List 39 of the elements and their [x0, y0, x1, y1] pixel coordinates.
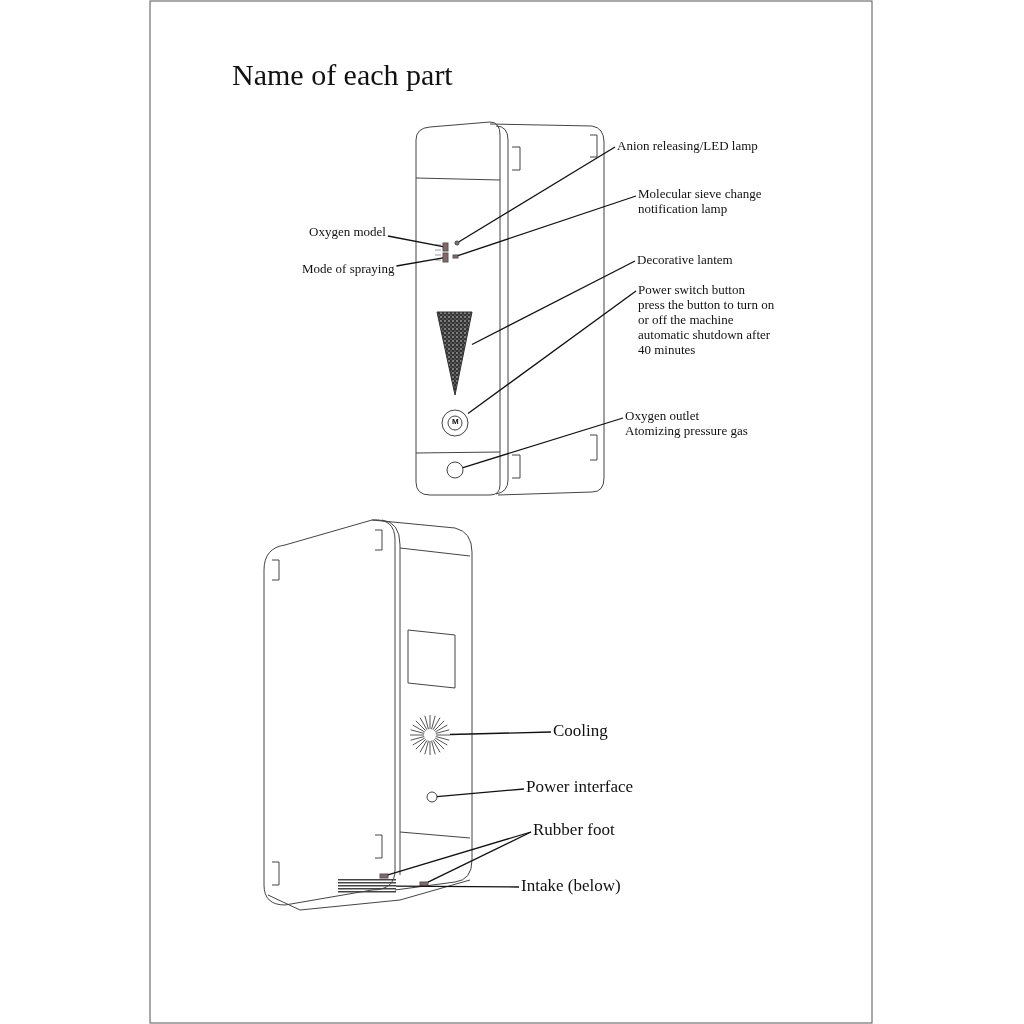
indicator-lamp [454, 240, 460, 246]
part-label: Decorative lantem [637, 252, 733, 267]
leader-line [457, 195, 637, 257]
gas-outlet [446, 461, 464, 479]
leader-line [458, 146, 616, 243]
power-socket [426, 791, 438, 803]
part-description: press the button to turn on or off the machine automatic shutdown after 40 minutes [638, 297, 776, 357]
leader-line [395, 257, 444, 267]
button-letter: M [452, 417, 459, 427]
lantern-panel [436, 311, 473, 396]
leader-line [427, 831, 532, 883]
indicator-lamp [452, 254, 459, 259]
part-label: Rubber foot [533, 820, 615, 840]
part-name: Oxygen outlet [625, 408, 700, 423]
leader-line [462, 417, 624, 469]
part-label: Oxygen model [309, 224, 386, 239]
cooling-vent [409, 714, 451, 756]
leader-line [467, 290, 637, 415]
part-name: Power switch button [638, 282, 746, 297]
leader-line [449, 731, 552, 736]
part-label: Molecular sieve change notification lamp [638, 186, 788, 216]
part-label: Power interface [526, 777, 634, 797]
rubber-foot [379, 873, 389, 879]
leader-line [387, 235, 444, 248]
rubber-foot [419, 881, 429, 887]
part-label: Cooling [553, 721, 608, 741]
intake-grille [338, 879, 396, 893]
title: Name of each part [232, 58, 453, 92]
leader-line [387, 831, 532, 876]
leader-line [436, 788, 525, 798]
part-label: Anion releasing/LED lamp [617, 138, 758, 153]
part-label: Mode of spraying [302, 261, 395, 276]
leader-line [471, 260, 636, 346]
part-label: Intake (below) [521, 876, 621, 896]
leader-line [395, 885, 520, 888]
indicator-lights [442, 252, 449, 263]
indicator-lights [442, 242, 449, 252]
power-button [441, 409, 469, 437]
part-description: Atomizing pressure gas [625, 423, 748, 438]
